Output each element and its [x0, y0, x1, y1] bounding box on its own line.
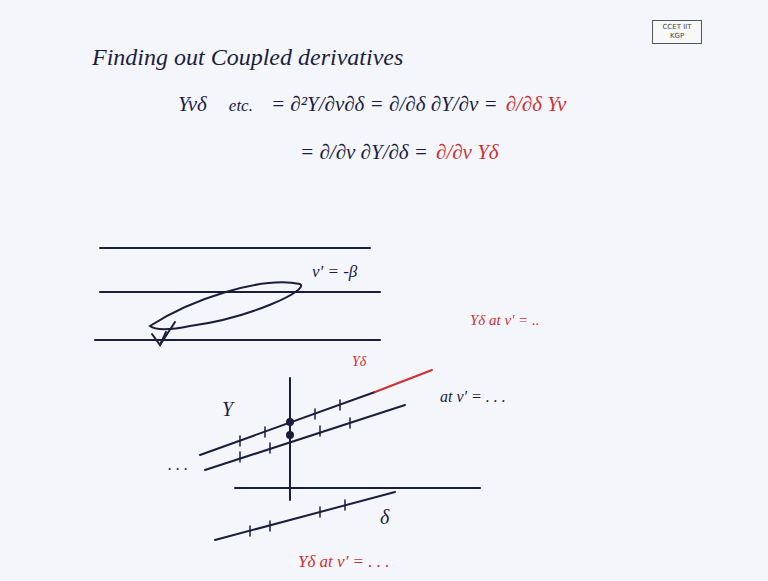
arrow-head: [152, 332, 166, 345]
heading: Finding out Coupled derivatives: [92, 44, 403, 71]
plot-line: [215, 492, 395, 540]
flow-label: v' = -β: [312, 262, 357, 282]
tunnel-line: [95, 339, 380, 341]
note: etc.: [229, 96, 253, 116]
body-outline: [150, 282, 301, 329]
note: at v' = . . .: [440, 388, 506, 406]
tunnel-line: [100, 247, 370, 249]
note: Yδ at v' = ..: [470, 312, 539, 329]
axis: [235, 487, 480, 489]
equation: ∂/∂v Yδ: [436, 140, 499, 165]
logo-text: CCET IIT KGP: [657, 23, 697, 41]
curve-label: Yδ: [352, 354, 366, 370]
note: Yδ at v' = . . .: [298, 552, 389, 572]
slope-line: [375, 370, 432, 392]
equation: = ∂²Y/∂v∂δ = ∂/∂δ ∂Y/∂v =: [271, 92, 498, 117]
equation: ∂/∂δ Yv: [506, 92, 567, 117]
axis-label: Y: [222, 398, 233, 421]
tunnel-line: [100, 291, 380, 293]
note: . . .: [168, 456, 188, 474]
symbol: Yvδ: [178, 92, 207, 117]
plot-line: [205, 405, 405, 470]
logo-box: CCET IIT KGP: [652, 20, 702, 44]
axis-label: δ: [380, 506, 389, 529]
equation: = ∂/∂v ∂Y/∂δ =: [300, 140, 428, 165]
